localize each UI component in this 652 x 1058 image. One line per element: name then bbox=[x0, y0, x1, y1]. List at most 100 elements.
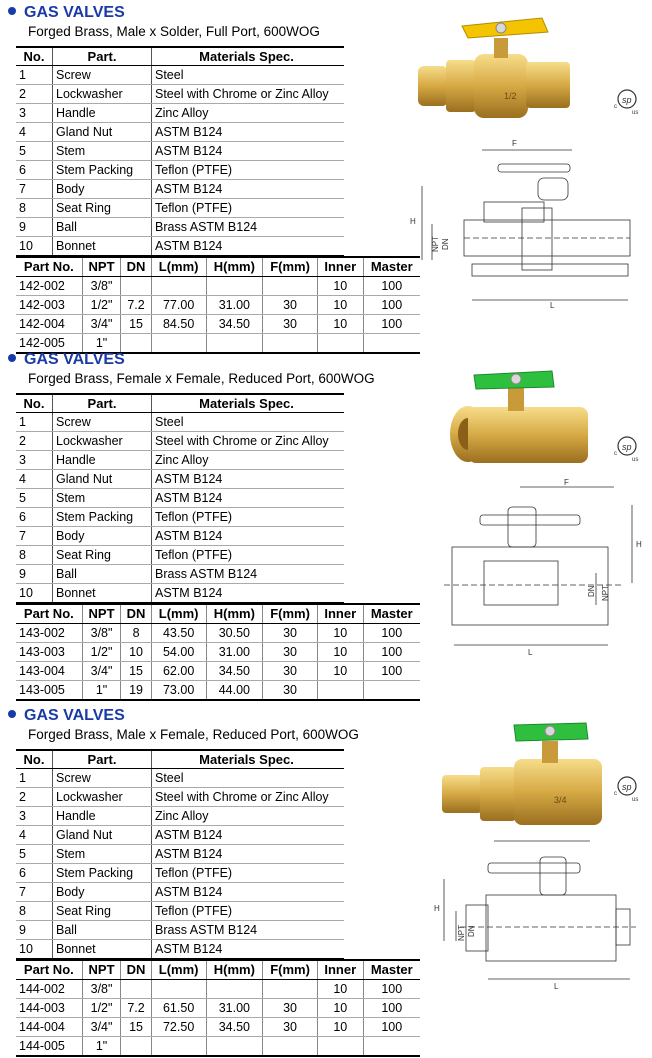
materials-cell: Lockwasher bbox=[52, 787, 152, 807]
parts-header-cell: NPT bbox=[82, 960, 122, 980]
parts-cell: 143-004 bbox=[16, 661, 83, 681]
parts-header-cell: H(mm) bbox=[206, 604, 264, 624]
materials-cell: 6 bbox=[16, 507, 53, 527]
materials-cell: Seat Ring bbox=[52, 198, 152, 218]
materials-cell: 2 bbox=[16, 431, 53, 451]
parts-header-cell: L(mm) bbox=[151, 257, 207, 277]
materials-cell: ASTM B124 bbox=[151, 236, 344, 257]
svg-text:NPT: NPT bbox=[601, 585, 610, 601]
materials-cell: Gland Nut bbox=[52, 825, 152, 845]
materials-cell: Stem bbox=[52, 141, 152, 161]
parts-cell: 72.50 bbox=[151, 1017, 207, 1037]
parts-cell: 100 bbox=[363, 998, 420, 1018]
parts-cell: 1/2" bbox=[82, 998, 122, 1018]
materials-cell: 8 bbox=[16, 901, 53, 921]
materials-cell: Body bbox=[52, 882, 152, 902]
parts-cell bbox=[206, 979, 264, 999]
section-title-text: GAS VALVES bbox=[24, 707, 125, 724]
parts-cell: 1/2" bbox=[82, 295, 122, 315]
materials-cell: Bonnet bbox=[52, 583, 152, 604]
materials-cell: 6 bbox=[16, 160, 53, 180]
section-1: GAS VALVES Forged Brass, Male x Solder, … bbox=[0, 4, 652, 354]
materials-header-cell: Part. bbox=[52, 750, 152, 769]
bullet-icon bbox=[8, 709, 16, 718]
parts-cell: 10 bbox=[317, 979, 364, 999]
materials-cell: 3 bbox=[16, 103, 53, 123]
parts-cell bbox=[317, 680, 364, 701]
parts-cell: 3/4" bbox=[82, 1017, 122, 1037]
svg-text:H: H bbox=[410, 217, 416, 226]
materials-cell: Steel with Chrome or Zinc Alloy bbox=[151, 431, 344, 451]
parts-cell: 100 bbox=[363, 661, 420, 681]
parts-cell: 8 bbox=[120, 623, 152, 643]
svg-text:DN: DN bbox=[441, 238, 450, 250]
parts-cell: 61.50 bbox=[151, 998, 207, 1018]
product-photo: 1/2 bbox=[418, 17, 570, 118]
materials-header-cell: No. bbox=[16, 750, 53, 769]
materials-cell: Stem Packing bbox=[52, 863, 152, 883]
materials-cell: 6 bbox=[16, 863, 53, 883]
parts-cell: 84.50 bbox=[151, 314, 207, 334]
parts-header-cell: F(mm) bbox=[262, 257, 318, 277]
materials-cell: 4 bbox=[16, 469, 53, 489]
parts-cell: 100 bbox=[363, 276, 420, 296]
parts-cell bbox=[206, 276, 264, 296]
technical-drawing: F H NPT DN L bbox=[444, 478, 642, 657]
section-subtitle: Forged Brass, Male x Female, Reduced Por… bbox=[28, 727, 359, 742]
materials-cell: 9 bbox=[16, 217, 53, 237]
materials-header-cell: Materials Spec. bbox=[151, 47, 344, 66]
materials-cell: Teflon (PTFE) bbox=[151, 901, 344, 921]
materials-header-cell: Part. bbox=[52, 47, 152, 66]
parts-cell: 142-003 bbox=[16, 295, 83, 315]
materials-cell: Stem Packing bbox=[52, 160, 152, 180]
bullet-icon bbox=[8, 6, 16, 15]
materials-cell: Teflon (PTFE) bbox=[151, 160, 344, 180]
materials-cell: Handle bbox=[52, 450, 152, 470]
section-title: GAS VALVES bbox=[8, 351, 125, 369]
materials-cell: Seat Ring bbox=[52, 545, 152, 565]
parts-cell: 30.50 bbox=[206, 623, 264, 643]
csa-cert-icon: sp c us bbox=[614, 89, 638, 116]
parts-cell: 15 bbox=[120, 314, 152, 334]
parts-cell: 3/8" bbox=[82, 623, 122, 643]
parts-header-cell: Inner bbox=[317, 257, 364, 277]
csa-cert-icon: sp c us bbox=[614, 436, 638, 463]
materials-cell: 1 bbox=[16, 412, 53, 432]
parts-cell bbox=[120, 276, 152, 296]
parts-cell: 43.50 bbox=[151, 623, 207, 643]
parts-cell: 31.00 bbox=[206, 295, 264, 315]
parts-cell bbox=[120, 1036, 152, 1057]
parts-cell: 10 bbox=[317, 623, 364, 643]
parts-cell bbox=[206, 333, 264, 354]
materials-cell: 7 bbox=[16, 882, 53, 902]
parts-header-cell: Part No. bbox=[16, 960, 83, 980]
parts-cell: 10 bbox=[317, 276, 364, 296]
parts-cell: 54.00 bbox=[151, 642, 207, 662]
svg-text:3/4: 3/4 bbox=[554, 795, 567, 805]
parts-header-cell: DN bbox=[120, 960, 152, 980]
svg-text:L: L bbox=[550, 301, 555, 310]
materials-cell: Bonnet bbox=[52, 939, 152, 960]
svg-text:L: L bbox=[554, 982, 559, 991]
parts-cell: 144-005 bbox=[16, 1036, 83, 1057]
section-title: GAS VALVES bbox=[8, 707, 125, 725]
svg-text:L: L bbox=[528, 648, 533, 657]
parts-cell: 143-003 bbox=[16, 642, 83, 662]
